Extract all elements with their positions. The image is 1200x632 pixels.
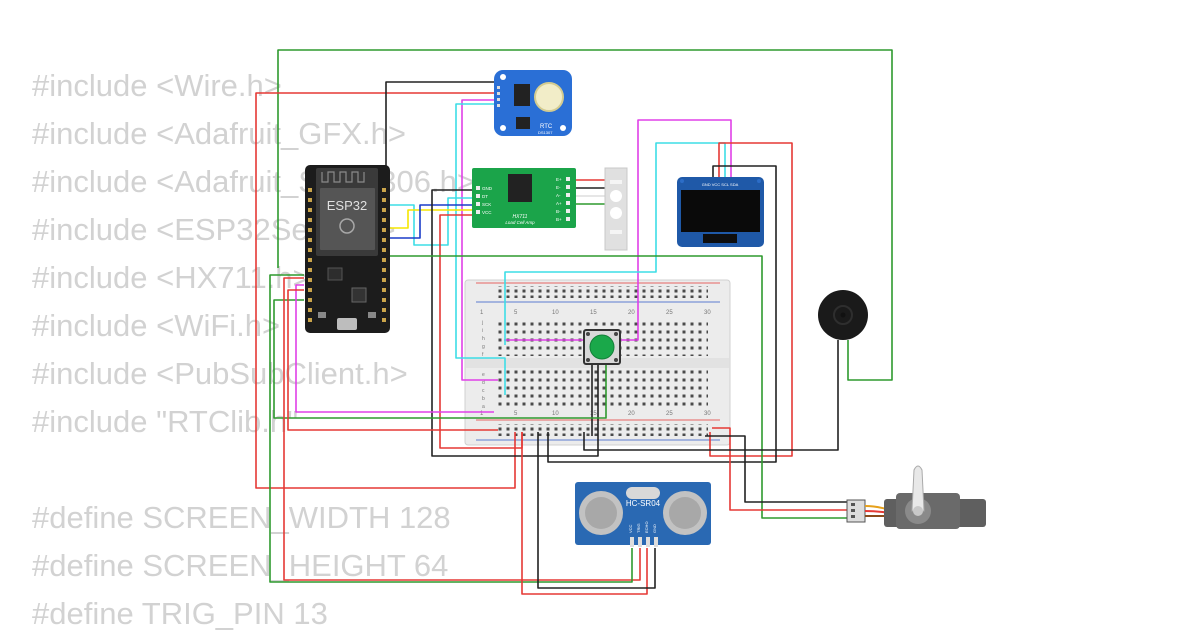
bb-col-label: 5 [514, 411, 518, 417]
espressif-logo-icon [339, 218, 355, 234]
wire-yellow-hx711-sck[interactable] [388, 209, 474, 229]
bb-row-label: j [481, 320, 483, 326]
breadboard-lower-terminals[interactable] [496, 370, 708, 408]
sonar-pin-label: ECHO [644, 521, 649, 533]
hx711-pin-label: B+ [556, 217, 562, 222]
sonar-pin-label: TRIG [636, 523, 641, 533]
bb-row-label: f [482, 352, 484, 358]
bb-col-label: 30 [704, 411, 711, 417]
hx711-pin-label: GND [482, 186, 493, 191]
wire-blue-hx711-dt[interactable] [388, 204, 474, 239]
hx711-module[interactable]: GND DT SCK VCC E+ E- A- A+ B- B+ HX711 L… [472, 168, 576, 228]
bb-row-label: d [482, 380, 485, 386]
bb-col-label: 30 [704, 310, 711, 316]
wire-green-servo-signal[interactable] [388, 255, 848, 519]
esp32-label: ESP32 [327, 198, 367, 213]
bb-row-label: i [482, 328, 483, 334]
code-line: #include "RTClib.h" [32, 404, 299, 439]
code-line: #define SCREEN_WIDTH 128 [32, 500, 451, 535]
esp32-board[interactable]: ESP32 [305, 165, 390, 333]
load-cell[interactable] [604, 167, 628, 251]
coin-cell-battery [534, 82, 564, 112]
oled-screen [681, 190, 760, 232]
wire-magenta-rtc-sda[interactable] [461, 99, 498, 381]
bb-row-label: h [482, 336, 485, 342]
wire-black-sonar-gnd[interactable] [537, 432, 656, 589]
wire-cyan-oled-scl[interactable] [504, 142, 726, 345]
code-line: #include <Adafruit_GFX.h> [32, 116, 406, 151]
wire-red-servo-power[interactable] [712, 427, 848, 511]
bb-row-label: b [482, 396, 485, 402]
wire-cyan-rtc-scl[interactable] [455, 103, 506, 395]
ultrasonic-label: HC-SR04 [626, 499, 661, 508]
bb-col-label: 25 [666, 310, 673, 316]
wire-black-servo-gnd[interactable] [705, 435, 848, 503]
hx711-pin-label: A+ [556, 201, 562, 206]
push-button[interactable] [583, 329, 621, 365]
wire-red-esp-breadboard[interactable] [287, 289, 498, 431]
wire-black-rtc-gnd[interactable] [385, 81, 497, 170]
code-line: #include <PubSubClient.h> [32, 356, 408, 391]
reset-button[interactable] [318, 312, 326, 318]
ultrasonic-sensor[interactable]: HC-SR04 VCC TRIG ECHO GND [575, 482, 711, 547]
hx711-pin-label: E- [556, 185, 561, 190]
wire-magenta-esp-breadboard[interactable] [295, 284, 494, 413]
sonar-pin-label: GND [652, 524, 657, 533]
antenna-icon [321, 171, 365, 183]
oled-display[interactable]: GND VCC SCL SDA [677, 177, 764, 247]
bb-col-label: 1 [480, 411, 484, 417]
wire-red-rtc-vcc[interactable] [255, 92, 516, 489]
wires [255, 49, 893, 595]
wire-cyan-hx711[interactable] [388, 197, 474, 246]
bb-col-label: 25 [666, 411, 673, 417]
code-line: #include <WiFi.h> [32, 308, 281, 343]
bb-col-label: 15 [590, 310, 597, 316]
bb-row-label: a [482, 404, 485, 410]
oled-pin-labels: GND VCC SCL SDA [702, 182, 739, 187]
breadboard-top-rail[interactable] [496, 286, 708, 298]
sonar-pin-label: VCC [628, 524, 633, 533]
servo-motor[interactable] [846, 465, 986, 529]
servo-horn[interactable] [911, 465, 925, 512]
bb-col-label: 5 [514, 310, 518, 316]
breadboard-bottom-rail[interactable] [496, 424, 708, 436]
rtc-label: RTC [540, 124, 553, 130]
hx711-pin-label: B- [556, 209, 561, 214]
wire-green-sonar-trig[interactable] [269, 274, 633, 583]
hx711-title: HX711 [513, 214, 528, 220]
hx711-pin-label: E+ [556, 177, 562, 182]
hx711-pin-label: DT [482, 194, 488, 199]
hx711-pin-label: A- [556, 193, 561, 198]
usb-port[interactable] [337, 318, 357, 330]
hx711-subtitle: Load Cell Amp [505, 220, 535, 225]
bb-row-label: e [482, 372, 485, 378]
wire-red-sonar-vcc[interactable] [283, 277, 641, 581]
bb-col-label: 15 [590, 411, 597, 417]
code-line: #define TRIG_PIN 13 [32, 596, 328, 631]
wire-black-buzzer-gnd[interactable] [583, 340, 839, 451]
bb-row-label: c [482, 388, 485, 394]
bb-col-label: 20 [628, 411, 635, 417]
bb-col-label: 10 [552, 310, 559, 316]
rtc-chip-label: DS1307 [538, 130, 553, 135]
boot-button[interactable] [368, 312, 376, 318]
wire-red-oled-vcc[interactable] [709, 142, 793, 457]
buzzer[interactable] [818, 290, 868, 340]
code-line: #include <Wire.h> [32, 68, 282, 103]
wire-black-oled-gnd[interactable] [547, 165, 777, 463]
rtc-module[interactable]: RTC DS1307 [494, 70, 572, 136]
hx711-pin-label: VCC [482, 210, 492, 215]
bb-col-label: 10 [552, 411, 559, 417]
code-line: #define SCREEN_HEIGHT 64 [32, 548, 449, 583]
hx711-pin-label: SCK [482, 202, 491, 207]
bb-col-label: 1 [480, 310, 484, 316]
bb-col-label: 20 [628, 310, 635, 316]
wire-red-sonar-echo[interactable] [521, 432, 648, 595]
wire-green-buzzer[interactable] [277, 49, 893, 381]
wire-black-hx711-gnd[interactable] [431, 189, 599, 457]
bb-row-label: g [482, 344, 485, 350]
